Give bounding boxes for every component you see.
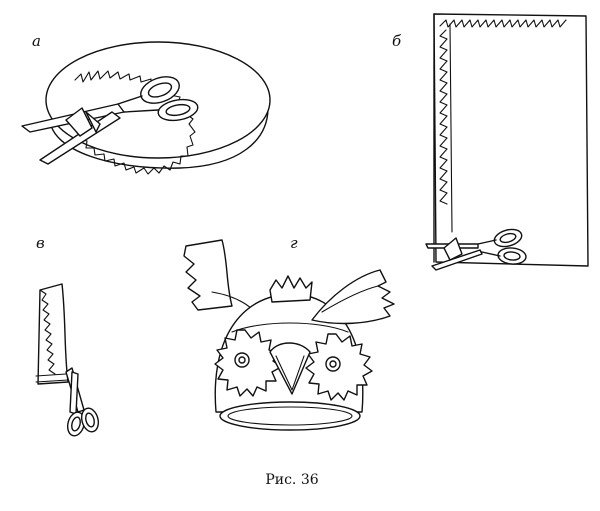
label-g: г (290, 234, 298, 252)
loose-zigzag-piece (183, 239, 233, 311)
beak (269, 342, 311, 395)
label-v: в (36, 234, 45, 252)
left-eye-rosette (214, 329, 282, 397)
strip-zigzag (39, 289, 56, 375)
scissors-icon (21, 76, 199, 165)
panel-b: б (392, 13, 589, 271)
panel-g: г (183, 234, 395, 431)
scissors-icon (65, 367, 100, 437)
scissors-icon (425, 228, 527, 271)
rectangle-piece (433, 13, 589, 267)
strip-piece (37, 283, 69, 385)
hat-tuft (269, 275, 313, 303)
hat-brim (219, 401, 361, 431)
label-a: а (32, 32, 41, 50)
ear-flap-piece (311, 269, 395, 325)
figure-caption: Рис. 36 (265, 472, 318, 488)
rect-zigzag-top (439, 19, 567, 28)
oval-zigzag (74, 70, 196, 175)
rect-zigzag-left (439, 29, 448, 205)
panel-a: а (21, 32, 271, 175)
panel-v: в (35, 234, 100, 437)
label-b: б (392, 32, 402, 50)
